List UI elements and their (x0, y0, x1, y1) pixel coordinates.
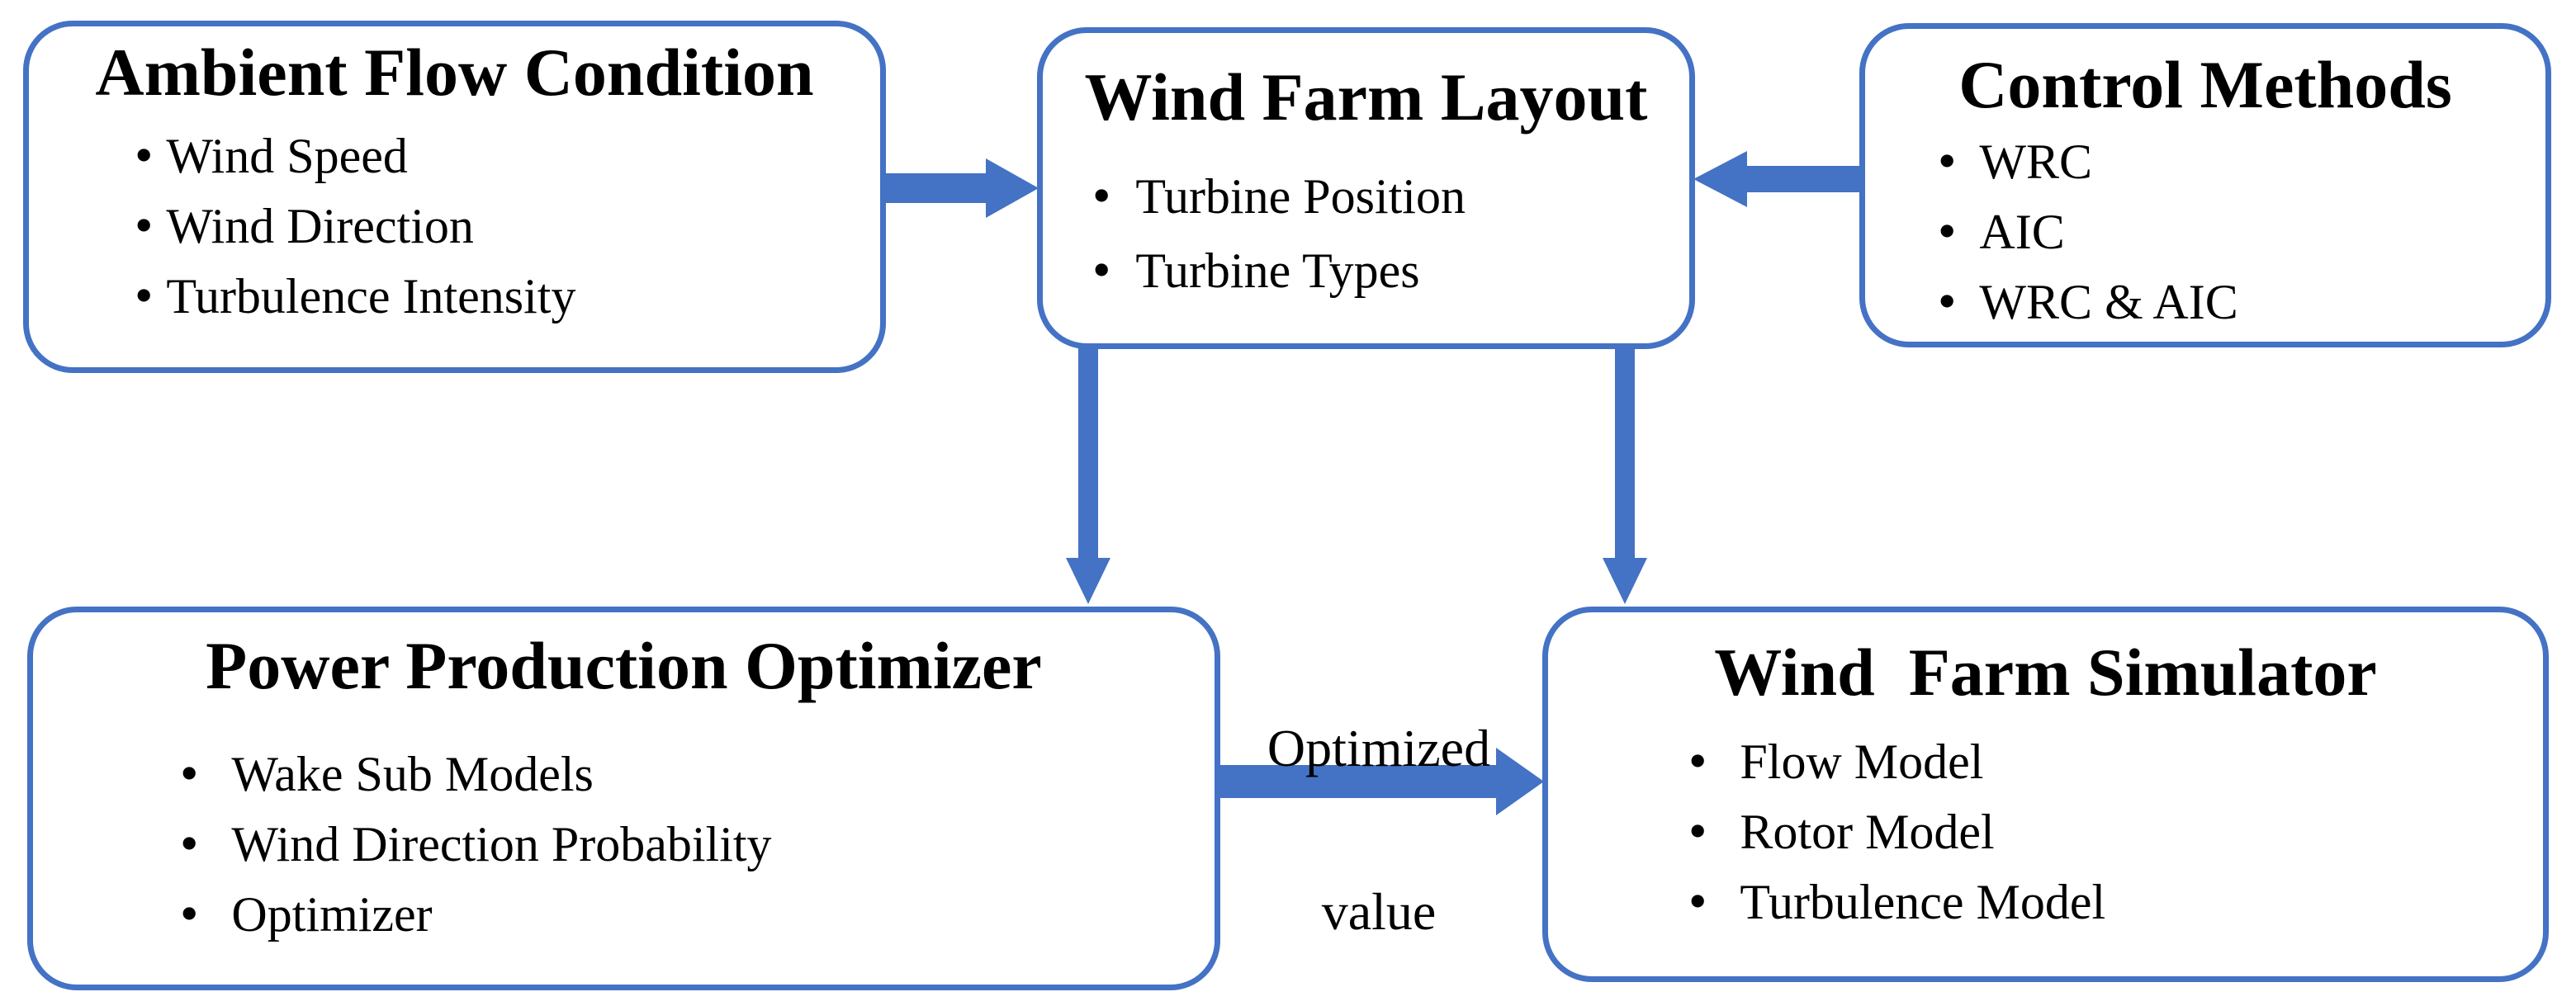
bullet-icon: • (1688, 801, 1707, 860)
bullet-icon: • (1938, 131, 1957, 190)
box-layout-title: Wind Farm Layout (1084, 59, 1648, 135)
list-item: • WRC & AIC (1938, 266, 2545, 336)
list-item: •Wind Direction (135, 190, 880, 260)
list-item: • Turbulence Model (1688, 866, 2543, 936)
optimized-value-label: Optimized value (1214, 612, 1544, 1006)
list-item: • Wake Sub Models (180, 738, 1215, 808)
bullet-icon: • (135, 196, 154, 254)
bullet-icon: • (1688, 731, 1707, 790)
list-item-label: AIC (1979, 205, 2065, 259)
box-control-methods: Control Methods • WRC • AIC • WRC & AIC (1859, 23, 2551, 347)
box-wind-farm-simulator: Wind Farm Simulator • Flow Model • Rotor M… (1542, 607, 2549, 982)
list-item-label: Turbine Types (1135, 243, 1420, 298)
arrow-layout-to-simulator-icon (1603, 348, 1647, 604)
bullet-icon: • (135, 266, 154, 324)
list-item: • Turbine Position (1092, 158, 1689, 233)
box-ambient-list: •Wind Speed •Wind Direction •Turbulence … (29, 120, 880, 330)
optimized-value-line2: value (1321, 881, 1437, 941)
list-item-label: Wind Direction Probability (231, 817, 772, 871)
list-item-label: Turbulence Model (1740, 875, 2106, 929)
box-optimizer-title: Power Production Optimizer (206, 628, 1042, 703)
list-item: • AIC (1938, 196, 2545, 266)
box-power-production-optimizer: Power Production Optimizer • Wake Sub Mod… (27, 607, 1220, 990)
list-item-label: WRC & AIC (1979, 275, 2238, 329)
list-item-label: Wind Speed (166, 129, 408, 183)
list-item-label: Wind Direction (166, 199, 474, 253)
list-item: • Flow Model (1688, 725, 2543, 796)
list-item: • Optimizer (180, 878, 1215, 948)
box-control-title: Control Methods (1958, 47, 2452, 122)
list-item: •Turbulence Intensity (135, 260, 880, 330)
box-ambient-flow-condition: Ambient Flow Condition •Wind Speed •Wind… (23, 21, 886, 373)
arrow-layout-to-optimizer-icon (1066, 348, 1110, 604)
list-item: • Turbine Types (1092, 233, 1689, 307)
bullet-icon: • (1938, 201, 1957, 260)
list-item-label: Turbine Position (1135, 169, 1466, 224)
box-ambient-title: Ambient Flow Condition (95, 35, 814, 110)
list-item: • WRC (1938, 125, 2545, 196)
box-optimizer-list: • Wake Sub Models • Wind Direction Probabi… (33, 738, 1215, 948)
box-simulator-title: Wind Farm Simulator (1714, 635, 2377, 710)
list-item-label: Turbulence Intensity (166, 269, 576, 324)
bullet-icon: • (180, 814, 199, 872)
bullet-icon: • (1092, 240, 1111, 299)
arrow-ambient-to-layout-icon (886, 158, 1039, 218)
list-item-label: Rotor Model (1740, 805, 1995, 859)
list-item: • Wind Direction Probability (180, 808, 1215, 878)
box-simulator-list: • Flow Model • Rotor Model • Turbulence Mod… (1548, 725, 2543, 936)
list-item-label: WRC (1979, 135, 2093, 189)
bullet-icon: • (180, 744, 199, 802)
bullet-icon: • (1092, 166, 1111, 224)
box-wind-farm-layout: Wind Farm Layout • Turbine Position • Turb… (1037, 27, 1695, 349)
list-item: •Wind Speed (135, 120, 880, 190)
box-layout-list: • Turbine Position • Turbine Types (1043, 158, 1689, 307)
arrow-control-to-layout-icon (1693, 151, 1859, 207)
list-item-label: Wake Sub Models (231, 747, 594, 801)
list-item: • Rotor Model (1688, 796, 2543, 866)
box-control-list: • WRC • AIC • WRC & AIC (1865, 125, 2545, 336)
list-item-label: Flow Model (1740, 734, 1984, 789)
bullet-icon: • (1938, 272, 1957, 330)
bullet-icon: • (135, 125, 154, 184)
list-item-label: Optimizer (231, 887, 433, 942)
optimized-value-line1: Optimized (1267, 718, 1491, 777)
bullet-icon: • (180, 884, 199, 942)
bullet-icon: • (1688, 871, 1707, 930)
